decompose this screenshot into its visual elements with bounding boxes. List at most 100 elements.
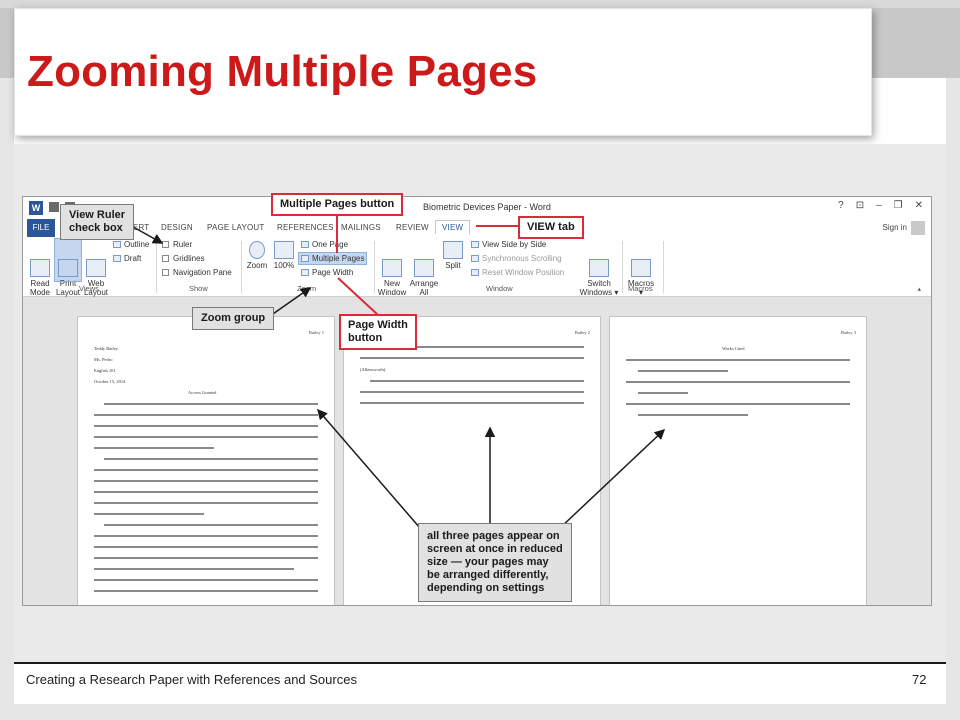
text-line	[94, 469, 318, 471]
callout-view-ruler: View Ruler check box	[60, 204, 135, 240]
read-mode-button[interactable]: Read Mode	[27, 241, 53, 306]
text-line	[94, 557, 318, 559]
switch-windows-button[interactable]: Switch Windows ▾	[579, 241, 619, 306]
callout-multiple-pages-button: Multiple Pages button	[271, 193, 404, 216]
text-line	[360, 391, 584, 393]
zoom-100-icon	[274, 241, 294, 259]
group-separator	[374, 241, 375, 293]
text-line	[104, 524, 318, 526]
view-side-by-side-button[interactable]: View Side by Side	[471, 240, 546, 249]
text-line	[626, 381, 850, 383]
tab-page-layout[interactable]: PAGE LAYOUT	[207, 223, 265, 232]
page-header: Bailey 2	[574, 330, 590, 335]
text-line	[94, 425, 318, 427]
text-line	[94, 579, 318, 581]
minimize-icon[interactable]: –	[876, 200, 882, 211]
navigation-pane-checkbox[interactable]: Navigation Pane	[162, 268, 232, 277]
gridlines-checkbox[interactable]: Gridlines	[162, 254, 205, 263]
split-button[interactable]: Split	[441, 241, 465, 270]
tab-mailings[interactable]: MAILINGS	[341, 223, 381, 232]
print-layout-button[interactable]: Print Layout	[54, 238, 82, 297]
restore-icon[interactable]: ❐	[893, 200, 903, 211]
gridlines-check-icon	[162, 255, 169, 262]
reset-window-position-button[interactable]: Reset Window Position	[471, 268, 564, 277]
arrange-all-icon	[414, 259, 434, 277]
ribbon-display-icon[interactable]: ⊡	[855, 200, 865, 211]
outline-icon	[113, 241, 121, 248]
arrange-all-button[interactable]: Arrange All	[409, 241, 439, 306]
switch-windows-icon	[589, 259, 609, 277]
tab-view[interactable]: VIEW	[435, 220, 471, 234]
slide-top-right-accent	[872, 8, 960, 78]
sign-in-link[interactable]: Sign in	[882, 223, 907, 232]
page-width-button[interactable]: Page Width	[301, 268, 353, 277]
text-line	[94, 414, 318, 416]
text-line	[94, 447, 214, 449]
text-line	[638, 392, 688, 394]
print-layout-icon	[58, 259, 78, 277]
web-layout-button[interactable]: Web Layout	[83, 241, 109, 306]
magnifier-icon	[249, 241, 265, 259]
synchronous-scrolling-button[interactable]: Synchronous Scrolling	[471, 254, 562, 263]
callout-three-pages-note: all three pages appear on screen at once…	[418, 523, 572, 602]
one-page-button[interactable]: One Page	[301, 240, 348, 249]
word-app-icon: W	[29, 201, 43, 215]
multiple-pages-button[interactable]: Multiple Pages	[297, 252, 368, 265]
text-line	[360, 346, 584, 348]
group-label-views: Views	[79, 284, 99, 293]
help-icon[interactable]: ?	[838, 200, 844, 211]
macros-button[interactable]: Macros ▾	[626, 241, 656, 306]
document-page-3: Bailey 3 Works Cited	[609, 316, 867, 605]
footer	[14, 664, 946, 704]
reset-window-icon	[471, 269, 479, 276]
zoom-100-button[interactable]: 100%	[272, 241, 296, 270]
navigation-pane-check-icon	[162, 269, 169, 276]
zoom-button[interactable]: Zoom	[245, 241, 269, 270]
text-line	[94, 568, 294, 570]
callout-zoom-group: Zoom group	[192, 307, 275, 330]
text-line	[370, 380, 584, 382]
sync-scroll-icon	[471, 255, 479, 262]
draft-icon	[113, 255, 121, 262]
ruler-checkbox[interactable]: Ruler	[162, 240, 192, 249]
text-line	[94, 590, 318, 592]
tab-references[interactable]: REFERENCES	[277, 223, 334, 232]
slide-top-band	[0, 0, 960, 8]
group-separator	[622, 241, 623, 293]
side-by-side-icon	[471, 241, 479, 248]
page-header: Bailey 1	[308, 330, 324, 335]
save-icon[interactable]	[49, 202, 59, 212]
split-icon	[443, 241, 463, 259]
document-page-1: Bailey 1 Teddy Bailey Ms. Pedro English …	[77, 316, 335, 605]
ribbon-tab-bar: INSERT DESIGN PAGE LAYOUT REFERENCES MAI…	[23, 219, 931, 237]
page-width-icon	[301, 269, 309, 276]
text-line	[94, 480, 318, 482]
text-line	[638, 370, 728, 372]
collapse-ribbon-icon[interactable]: ▴	[917, 286, 921, 293]
slide-bottom-border	[0, 704, 960, 720]
read-mode-icon	[30, 259, 50, 277]
tab-file[interactable]: FILE	[27, 219, 55, 237]
tab-design[interactable]: DESIGN	[161, 223, 193, 232]
group-separator	[663, 241, 664, 293]
close-icon[interactable]: ✕	[914, 200, 923, 211]
group-separator	[241, 241, 242, 293]
new-window-button[interactable]: New Window	[377, 241, 407, 306]
instructor-name: Ms. Pedro	[94, 357, 113, 362]
outline-button[interactable]: Outline	[113, 240, 149, 249]
group-label-show: Show	[189, 284, 208, 293]
group-label-zoom: Zoom	[297, 284, 317, 293]
group-label-macros: Macros	[628, 284, 653, 293]
window-controls: ? ⊡ – ❐ ✕	[838, 200, 923, 211]
course-name: English 101	[94, 368, 116, 373]
text-line	[626, 359, 850, 361]
avatar[interactable]	[911, 221, 925, 235]
student-name: Teddy Bailey	[94, 346, 119, 351]
draft-button[interactable]: Draft	[113, 254, 141, 263]
document-title: Biometric Devices Paper - Word	[423, 202, 551, 212]
paper-date: October 15, 2014	[94, 379, 126, 384]
text-line	[94, 513, 204, 515]
tab-review[interactable]: REVIEW	[396, 223, 429, 232]
footer-text: Creating a Research Paper with Reference…	[26, 672, 357, 687]
group-label-window: Window	[486, 284, 513, 293]
